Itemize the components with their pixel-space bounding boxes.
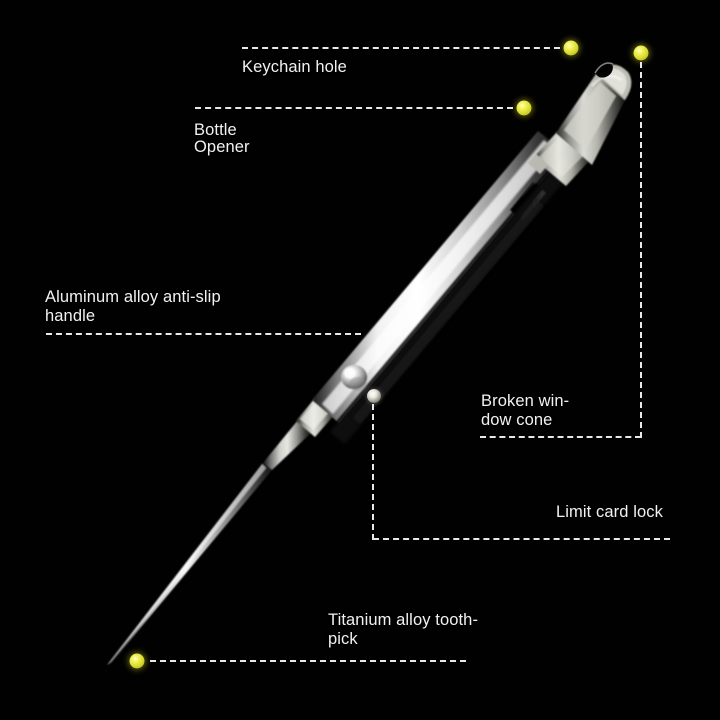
leader-line-bottle-opener [195,107,513,109]
marker-broken-window-cone [633,45,649,61]
label-limit-card-lock: Limit card lock [556,503,663,521]
leader-line-limit-card-lock-vertical [372,404,374,540]
marker-keychain-hole [563,40,579,56]
leader-line-broken-window-cone-vertical [640,62,642,438]
marker-titanium-toothpick [129,653,145,669]
leader-line-aluminum-handle [46,333,361,335]
label-broken-window-cone: Broken win- dow cone [481,392,570,429]
leader-line-limit-card-lock-horizontal [373,538,670,540]
label-titanium-toothpick: Titanium alloy tooth- pick [328,611,479,648]
leader-line-titanium-toothpick [150,660,466,662]
label-keychain-hole: Keychain hole [242,58,347,76]
marker-bottle-opener [516,100,532,116]
marker-limit-card-lock [367,389,381,403]
leader-line-broken-window-cone-horizontal [480,436,641,438]
label-aluminum-handle: Aluminum alloy anti-slip handle [45,288,221,325]
leader-line-keychain-hole [242,47,560,49]
label-bottle-opener: Bottle Opener [194,121,250,156]
